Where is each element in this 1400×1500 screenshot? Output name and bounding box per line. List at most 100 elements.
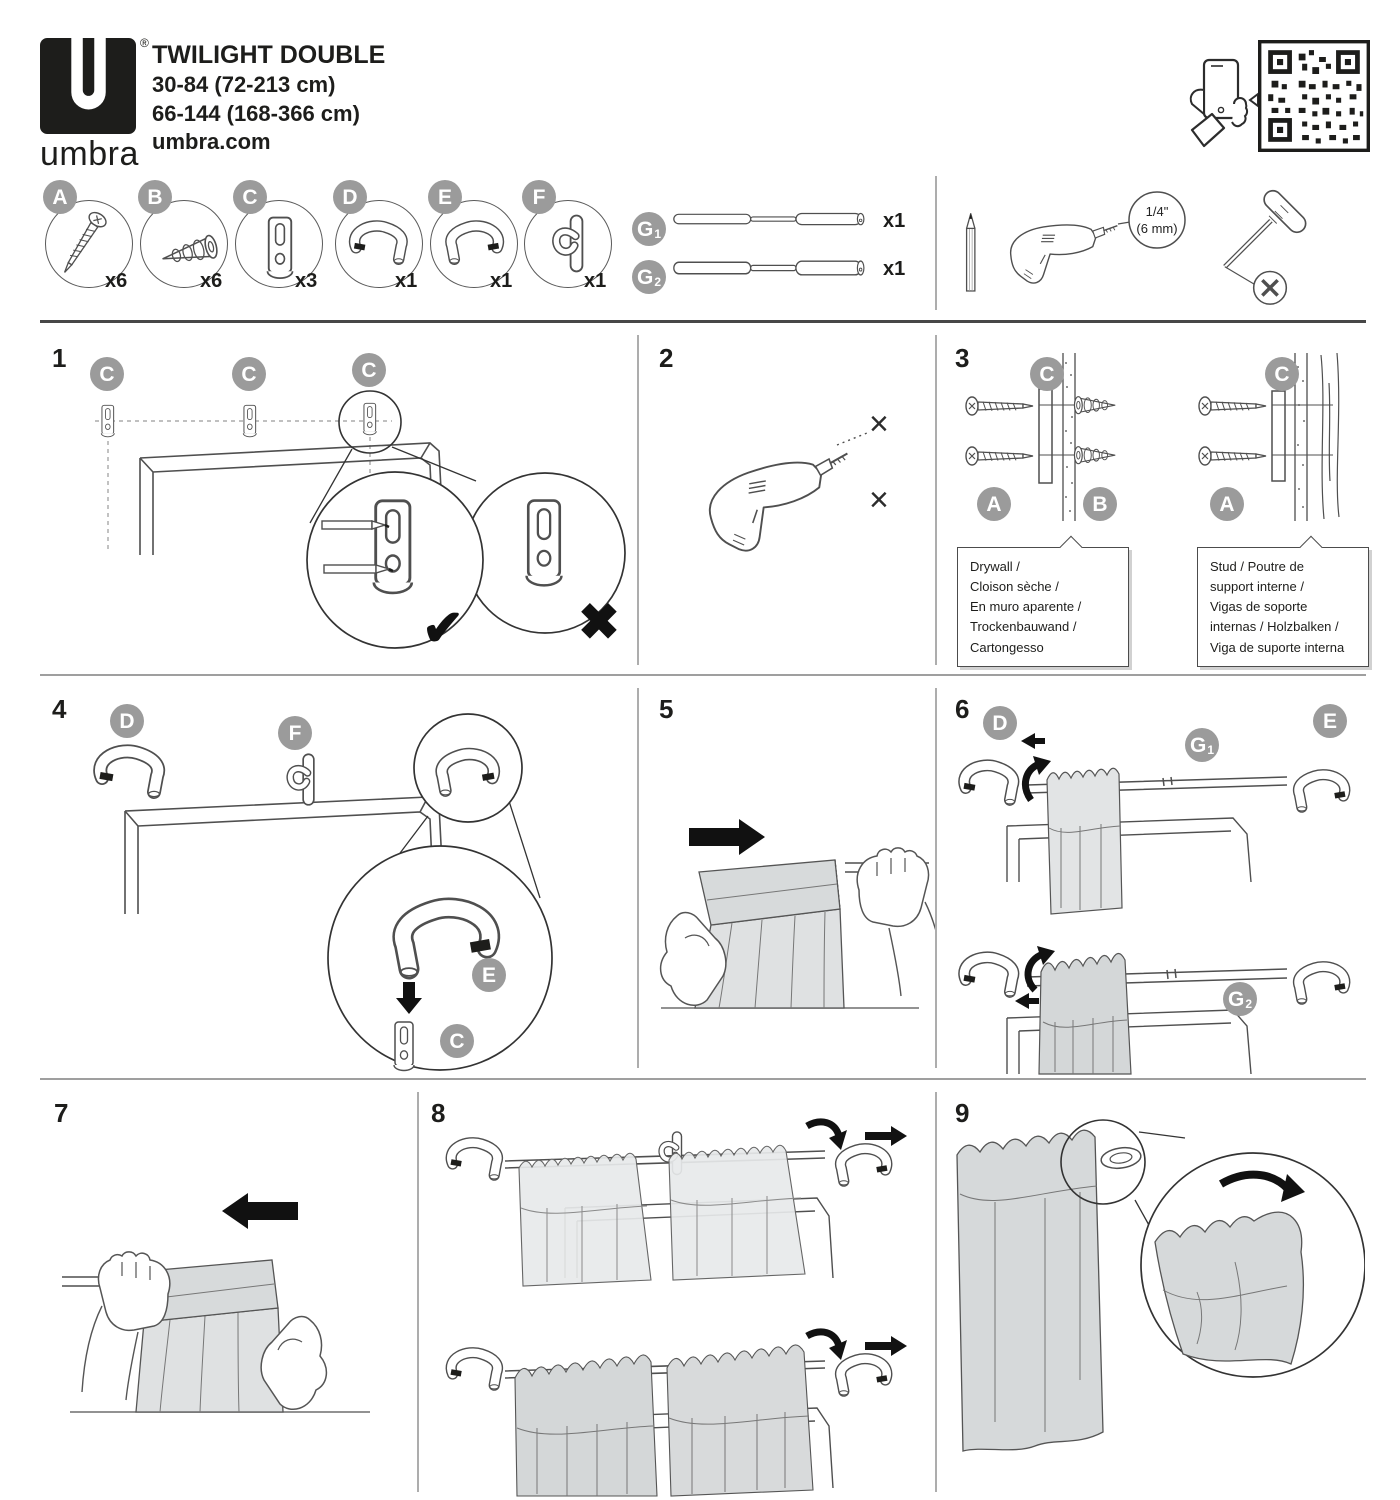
drill-bit-size-inches: 1/4" <box>1145 204 1169 219</box>
part-c-qty: x3 <box>295 270 318 292</box>
step-2-number: 2 <box>659 343 674 373</box>
step-4-number: 4 <box>52 694 67 724</box>
screwdriver-icon <box>1225 200 1297 305</box>
step-7-number: 7 <box>54 1098 69 1128</box>
g2-letter: G <box>636 265 654 289</box>
step3-badge-b-left: B <box>1083 487 1117 521</box>
registered-mark: ® <box>140 36 149 50</box>
divider-r3-a <box>417 1092 419 1492</box>
stud-note-line1: Stud / Poutre de <box>1210 559 1304 574</box>
step6-g2-sub: 2 <box>1245 997 1253 1011</box>
x-mark-2: × <box>869 481 889 519</box>
part-g2-qty: x1 <box>883 258 906 280</box>
divider-r1-a <box>637 335 639 665</box>
cross-icon: ✖ <box>578 594 620 650</box>
part-d: D x1 <box>333 178 433 314</box>
check-icon: ✔ <box>422 600 464 656</box>
step-2-illustration <box>702 432 868 557</box>
stud-note-line2: support interne / <box>1210 579 1304 595</box>
step3-badge-a-left: A <box>977 487 1011 521</box>
pencil-icon <box>965 213 976 292</box>
g2-sub: 2 <box>654 275 662 289</box>
part-c: C x3 <box>233 178 333 314</box>
umbra-logo: ® umbra <box>40 36 160 174</box>
step4-badge-e: E <box>472 958 506 992</box>
step-4: 4 D F E C <box>40 676 637 1076</box>
stud-note-line5: Viga de suporte interna <box>1210 639 1345 655</box>
step-6-illustration <box>935 733 1365 1075</box>
part-e: E x1 <box>428 178 528 314</box>
stud-note-line3: Vigas de soporte <box>1210 599 1308 615</box>
step-1: 1 C C C ✔ ✖ <box>40 325 637 674</box>
step-7-illustration <box>62 1193 370 1413</box>
part-e-qty: x1 <box>490 270 513 292</box>
part-a-qty: x6 <box>105 270 128 292</box>
step6-g1-sub: 1 <box>1207 743 1215 757</box>
step4-badge-d: D <box>110 704 144 738</box>
part-d-qty: x1 <box>395 270 418 292</box>
drywall-note-line5: Cartongesso <box>970 639 1044 655</box>
step6-g2-letter: G <box>1227 987 1245 1011</box>
g1-letter: G <box>636 217 654 241</box>
tools-illustration <box>965 178 1370 314</box>
part-f-drawing <box>524 200 612 288</box>
drill-bit-size: 1/4" (6 mm) <box>1127 204 1187 238</box>
step-2: 2 × × <box>637 325 935 674</box>
parts-list: A x6 B x6 C x3 D x1 <box>40 178 930 314</box>
divider-mid2 <box>40 1078 1366 1080</box>
part-b-badge: B <box>138 180 172 214</box>
part-f-qty: x1 <box>584 270 607 292</box>
part-a-badge: A <box>43 180 77 214</box>
g1-sub: 1 <box>654 227 662 241</box>
drill-icon <box>1009 224 1119 284</box>
step3-badge-c-right: C <box>1265 357 1299 391</box>
step-3-illustration <box>965 352 1340 521</box>
step3-badge-c-left: C <box>1030 357 1064 391</box>
part-g1-qty: x1 <box>883 210 906 232</box>
arrow-right-icon <box>689 819 765 855</box>
stud-note: Stud / Poutre de support interne / Vigas… <box>1197 547 1369 667</box>
divider-r3-b <box>935 1092 937 1492</box>
tools-needed: 1/4" (6 mm) <box>950 178 1370 314</box>
step-5: 5 <box>637 676 935 1076</box>
part-d-drawing <box>335 200 423 288</box>
step-5-number: 5 <box>659 694 674 724</box>
rod-g2-icon <box>673 260 865 276</box>
stud-note-line4: internas / Holzbalken / <box>1210 619 1339 635</box>
website-url: umbra.com <box>152 129 271 155</box>
divider-top <box>40 320 1366 323</box>
step6-g1-letter: G <box>1189 733 1207 757</box>
step4-badge-f: F <box>278 716 312 750</box>
size-range-2: 66-144 (168-366 cm) <box>152 100 360 126</box>
part-f: F x1 <box>522 178 622 314</box>
step-9-number: 9 <box>955 1098 970 1128</box>
product-title: TWILIGHT DOUBLE <box>152 41 386 69</box>
step-8-illustration <box>417 1118 907 1497</box>
qr-code <box>1258 40 1370 152</box>
part-e-badge: E <box>428 180 462 214</box>
umbra-logo-mark <box>40 38 136 134</box>
step1-badge-c1: C <box>90 357 124 391</box>
step-7: 7 <box>40 1080 417 1500</box>
divider-r2-b <box>935 688 937 1068</box>
phone-hand-icon <box>1189 58 1259 148</box>
title-block: TWILIGHT DOUBLE 30-84 (72-213 cm) 66-144… <box>152 40 385 157</box>
divider-mid1 <box>40 674 1366 676</box>
part-f-badge: F <box>522 180 556 214</box>
part-b: B x6 <box>138 178 238 314</box>
drywall-note-line2: Cloison sèche / <box>970 579 1059 595</box>
x-mark-1: × <box>869 405 889 443</box>
drill-bit-size-mm: (6 mm) <box>1136 220 1178 236</box>
step4-badge-c: C <box>440 1024 474 1058</box>
step1-badge-c2: C <box>232 357 266 391</box>
step6-badge-d: D <box>983 706 1017 740</box>
part-d-badge: D <box>333 180 367 214</box>
step-8: 8 <box>417 1080 935 1500</box>
part-c-badge: C <box>233 180 267 214</box>
step-3: 3 C <box>935 325 1369 674</box>
